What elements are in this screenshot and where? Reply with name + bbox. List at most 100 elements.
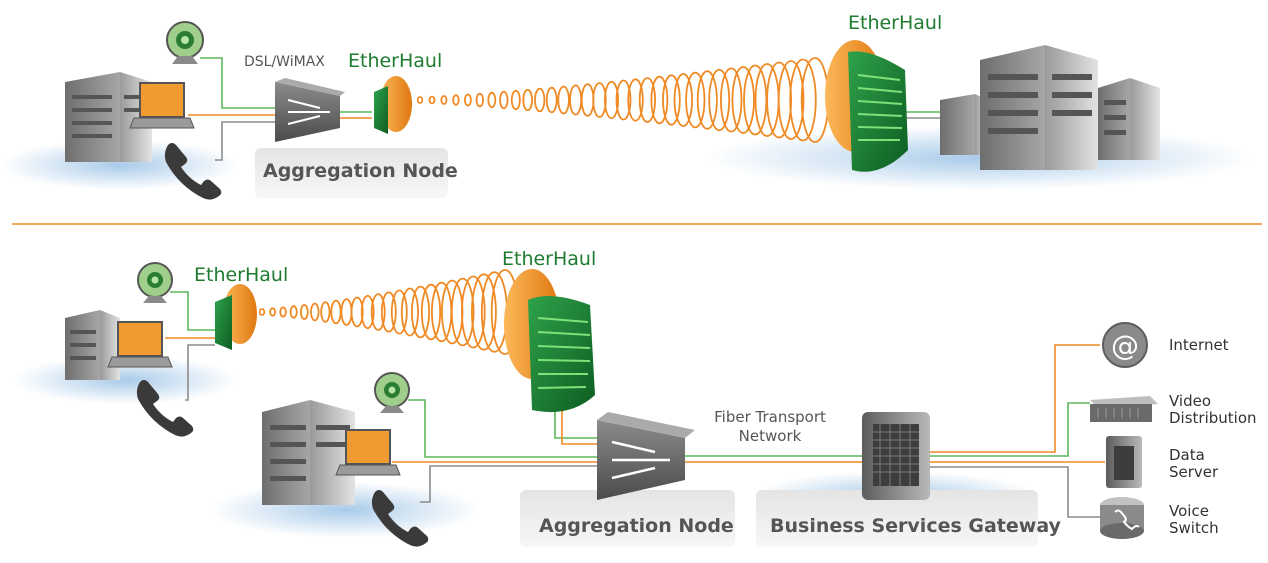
voice-line1: Voice [1169, 502, 1209, 520]
beam-ring [330, 299, 342, 325]
laptop-icon [107, 321, 173, 368]
beam-ring [420, 283, 442, 341]
beam-ring [789, 58, 817, 142]
webcam-icon [374, 372, 410, 413]
fiber-transport-line2: Network [738, 427, 802, 445]
beam-ring [350, 296, 364, 328]
beam-ring [410, 285, 430, 339]
webcam-icon [166, 21, 204, 64]
beam-ring [370, 293, 386, 331]
voice-switch-label: Voice Switch [1169, 503, 1219, 537]
phone-icon [164, 143, 222, 200]
beam-ring [450, 277, 475, 347]
etherhaul-radio-small-icon [215, 284, 257, 350]
beam-ring [279, 306, 287, 318]
beam-ring [299, 304, 309, 320]
wireless-beam-top [416, 57, 830, 143]
beam-ring [604, 80, 620, 120]
beam-ring [390, 289, 408, 335]
beam-ring [545, 86, 558, 114]
etherhaul-label-bottom-small: EtherHaul [194, 264, 289, 286]
gateway-icon [862, 412, 930, 500]
svg-text:@: @ [1111, 329, 1139, 362]
internet-label: Internet [1169, 336, 1229, 354]
video-distribution-icon [1090, 396, 1158, 422]
connections-bottom [165, 291, 1105, 518]
fiber-transport-line1: Fiber Transport [714, 408, 826, 426]
building-icon [65, 72, 152, 162]
fiber-transport-label: Fiber Transport Network [705, 408, 835, 446]
internet-icon: @ [1102, 322, 1148, 368]
data-server-icon [1106, 436, 1142, 488]
dsl-wimax-label: DSL/WiMAX [244, 54, 325, 70]
laptop-icon [129, 82, 195, 129]
beam-ring [731, 66, 755, 134]
etherhaul-label-top-small: EtherHaul [348, 50, 443, 72]
beam-ring [440, 95, 448, 105]
voice-switch-icon [1100, 497, 1144, 539]
beam-ring [534, 87, 546, 113]
building-icon [262, 400, 355, 505]
etherhaul-radio-large-icon [825, 40, 908, 172]
aggregation-node-platform-bottom [520, 490, 735, 547]
beam-ring [463, 93, 472, 107]
beam-ring [340, 298, 353, 326]
video-distribution-label: Video Distribution [1169, 393, 1257, 427]
beam-ring [470, 273, 497, 351]
beam-ring [685, 71, 706, 129]
building-icon [65, 310, 120, 380]
beam-ring [460, 275, 486, 349]
beam-ring [580, 83, 595, 117]
voice-line2: Switch [1169, 519, 1219, 537]
data-line1: Data [1169, 446, 1205, 464]
phone-icon [371, 490, 429, 547]
beam-ring [592, 82, 607, 118]
beam-ring [310, 302, 320, 322]
beam-ring [708, 68, 731, 132]
beam-ring [557, 85, 570, 115]
beam-ring [673, 73, 694, 127]
beam-ring [475, 92, 484, 108]
beam-ring [627, 78, 644, 122]
beam-ring [380, 291, 397, 333]
beam-ring [289, 305, 298, 319]
office-buildings-icon [940, 45, 1160, 170]
beam-ring [320, 301, 331, 323]
aggregation-node-label-top: Aggregation Node [263, 160, 458, 182]
beam-ring [662, 74, 681, 126]
etherhaul-label-top-large: EtherHaul [848, 12, 943, 34]
phone-icon [136, 380, 194, 437]
gateway-platform [756, 490, 1038, 547]
beam-ring [522, 88, 533, 112]
wireless-beam-bottom [258, 269, 520, 355]
connections-top [188, 57, 960, 161]
aggregation-node-label-bottom: Aggregation Node [539, 515, 734, 537]
etherhaul-radio-large-icon [504, 269, 595, 413]
data-line2: Server [1169, 463, 1219, 481]
beam-ring [452, 94, 460, 106]
laptop-icon [335, 429, 401, 476]
video-line2: Distribution [1169, 409, 1257, 427]
beam-ring [360, 294, 375, 330]
aggregation-node-icon [597, 412, 695, 500]
beam-ring [510, 89, 521, 111]
beam-ring [400, 287, 419, 337]
beam-ring [720, 67, 743, 133]
beam-ring [650, 75, 669, 125]
beam-ring [487, 91, 497, 109]
data-server-label: Data Server [1169, 447, 1218, 481]
beam-ring [416, 96, 424, 104]
etherhaul-radio-small-icon [374, 76, 412, 134]
beam-ring [638, 77, 657, 123]
aggregation-node-icon [275, 78, 345, 142]
beam-ring [428, 95, 436, 105]
beam-ring [615, 79, 632, 121]
beam-ring [696, 70, 718, 130]
beam-ring [499, 90, 509, 110]
webcam-icon [137, 262, 173, 303]
business-services-gateway-label: Business Services Gateway [770, 515, 1061, 537]
beam-ring [258, 308, 266, 316]
etherhaul-label-bottom-large: EtherHaul [502, 248, 597, 270]
beam-ring [569, 84, 583, 116]
